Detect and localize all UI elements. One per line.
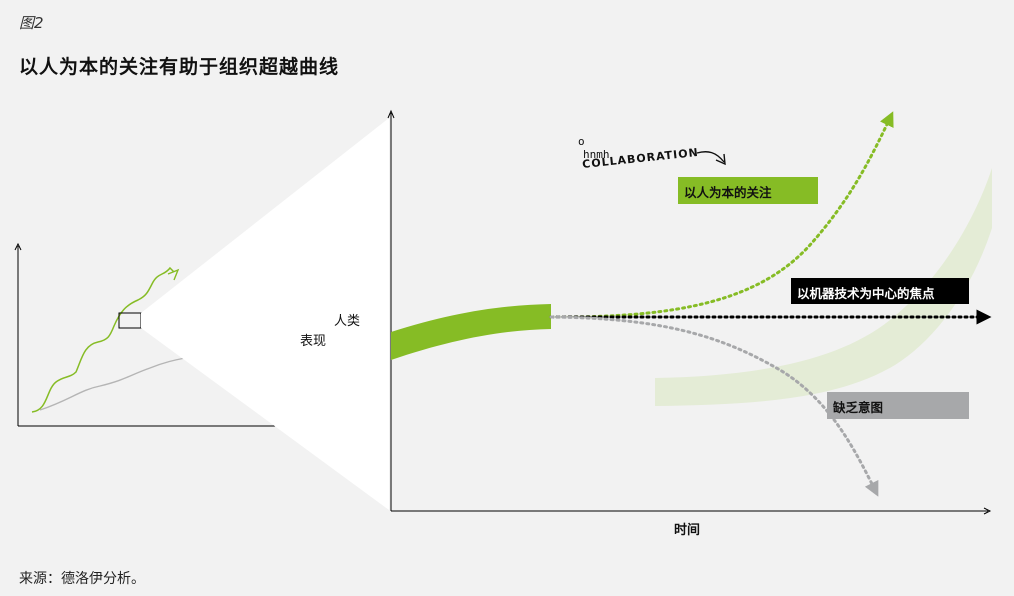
lack-of-intent-curve <box>549 315 879 497</box>
handwritten-arrow <box>696 151 725 163</box>
machine-focus-label: 以机器技术为中心的焦点 <box>791 278 969 304</box>
figure-title: 以人为本的关注有助于组织超越曲线 <box>19 56 340 78</box>
zoom-wedge <box>141 118 389 510</box>
background-band <box>655 168 992 406</box>
inset-zoom-box <box>118 312 142 329</box>
handwritten-hnmh: hnmh <box>583 148 610 161</box>
y-axis-label-line2: 表现 <box>300 334 327 349</box>
inset-chart <box>14 242 276 427</box>
x-axis-label: 时间 <box>674 523 701 538</box>
handwritten-o: o <box>578 135 585 148</box>
source-note: 来源：德洛伊分析。 <box>19 571 145 587</box>
figure-label: 图2 <box>19 14 44 32</box>
inset-green-curve <box>31 266 175 413</box>
current-performance-band <box>391 304 551 360</box>
human-focus-label: 以人为本的关注 <box>678 177 818 204</box>
main-chart <box>387 109 992 515</box>
inset-gray-curve <box>39 357 186 411</box>
human-focus-curve <box>549 111 894 319</box>
y-axis-label-line1: 人类 <box>334 314 361 329</box>
lack-of-intent-label: 缺乏意图 <box>827 392 969 419</box>
